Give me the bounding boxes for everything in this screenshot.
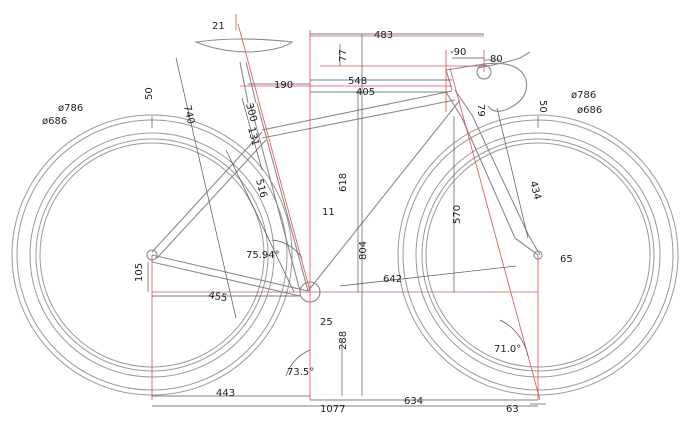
label-stem-length: -90: [450, 47, 466, 58]
seat-length-line: [175, 57, 237, 319]
seat-tube-back: [249, 102, 301, 292]
label-fork-offset: 434: [527, 180, 543, 201]
handlebar-drop: [483, 62, 528, 112]
seat-angle-arc: [271, 239, 303, 259]
label-trail: 63: [506, 404, 519, 415]
label-fork-rake: 65: [560, 254, 573, 265]
label-reach-offset: 21: [212, 21, 225, 32]
label-head-stack: 570: [452, 205, 463, 224]
label-right-tire-height: 50: [537, 100, 548, 113]
label-actual-top: 405: [356, 87, 375, 98]
head-angle-arc: [499, 319, 529, 357]
dimension-lines: [147, 33, 546, 407]
label-seat-tube-angle: 73.5°: [287, 367, 314, 378]
label-rear-drop: 105: [134, 263, 145, 282]
saddle: [193, 38, 294, 53]
seat-tube-angle-arc: [285, 349, 311, 377]
label-bar-reach: 80: [490, 54, 503, 65]
stem: [445, 63, 485, 71]
label-bb-height: 288: [338, 331, 349, 350]
label-reach-horizontal: 642: [383, 274, 402, 285]
seat-tube-axis: [237, 23, 311, 292]
seat-tube: [256, 102, 309, 292]
head-tube-front: [454, 89, 473, 116]
label-seatpost-exposed: 300: [243, 102, 259, 123]
label-left-outer-diameter: ø786: [58, 103, 83, 114]
label-right-inner-diameter: ø686: [577, 105, 602, 116]
label-stack-height: 618: [338, 173, 349, 192]
seat-stay-inner: [156, 139, 267, 259]
label-seat-cluster: 131: [245, 126, 261, 147]
label-seat-tube-length: 516: [253, 178, 269, 199]
top-tube-lower: [261, 99, 456, 139]
label-seat-length: 740: [181, 104, 196, 125]
label-stack-spacer: 79: [475, 104, 486, 117]
label-effective-top: 548: [348, 76, 367, 87]
label-left-inner-diameter: ø686: [42, 116, 67, 127]
fork-offset-line: [496, 107, 529, 239]
reach-horizontal-line: [339, 265, 517, 287]
seat-post: [239, 61, 249, 104]
label-bb-saddle: 804: [358, 241, 369, 260]
fork-rear: [461, 117, 539, 256]
seat-tube-dim: [241, 97, 263, 171]
label-seat-angle: 75.94°: [246, 250, 280, 261]
steering-axis: [449, 67, 541, 401]
reference-lines: [151, 14, 541, 401]
seat-post-2: [245, 61, 257, 104]
label-rear-center: 443: [216, 388, 235, 399]
chain-stay: [151, 261, 301, 297]
head-tube-back: [445, 91, 463, 119]
label-front-center: 634: [404, 396, 423, 407]
label-saddle-height: 77: [338, 49, 349, 62]
label-left-tire-height: 50: [144, 87, 155, 100]
label-bb-offset: 25: [320, 317, 333, 328]
seat-tube-length-line: [225, 149, 295, 293]
fork-front: [471, 114, 541, 256]
label-top-length: 483: [374, 30, 393, 41]
label-right-outer-diameter: ø786: [571, 90, 596, 101]
label-wheelbase: 1077: [320, 404, 345, 415]
top-tube: [261, 90, 453, 131]
label-chainstay: 455: [207, 290, 228, 304]
label-head-angle: 71.0°: [494, 344, 521, 355]
frame: [146, 38, 543, 303]
label-seatpost-offset: 190: [274, 80, 293, 91]
label-seat-tube-setback: 11: [322, 207, 335, 218]
dimension-labels: 21 483 77 -90 80 190 548 405 79 50 50 ø7…: [42, 21, 602, 415]
